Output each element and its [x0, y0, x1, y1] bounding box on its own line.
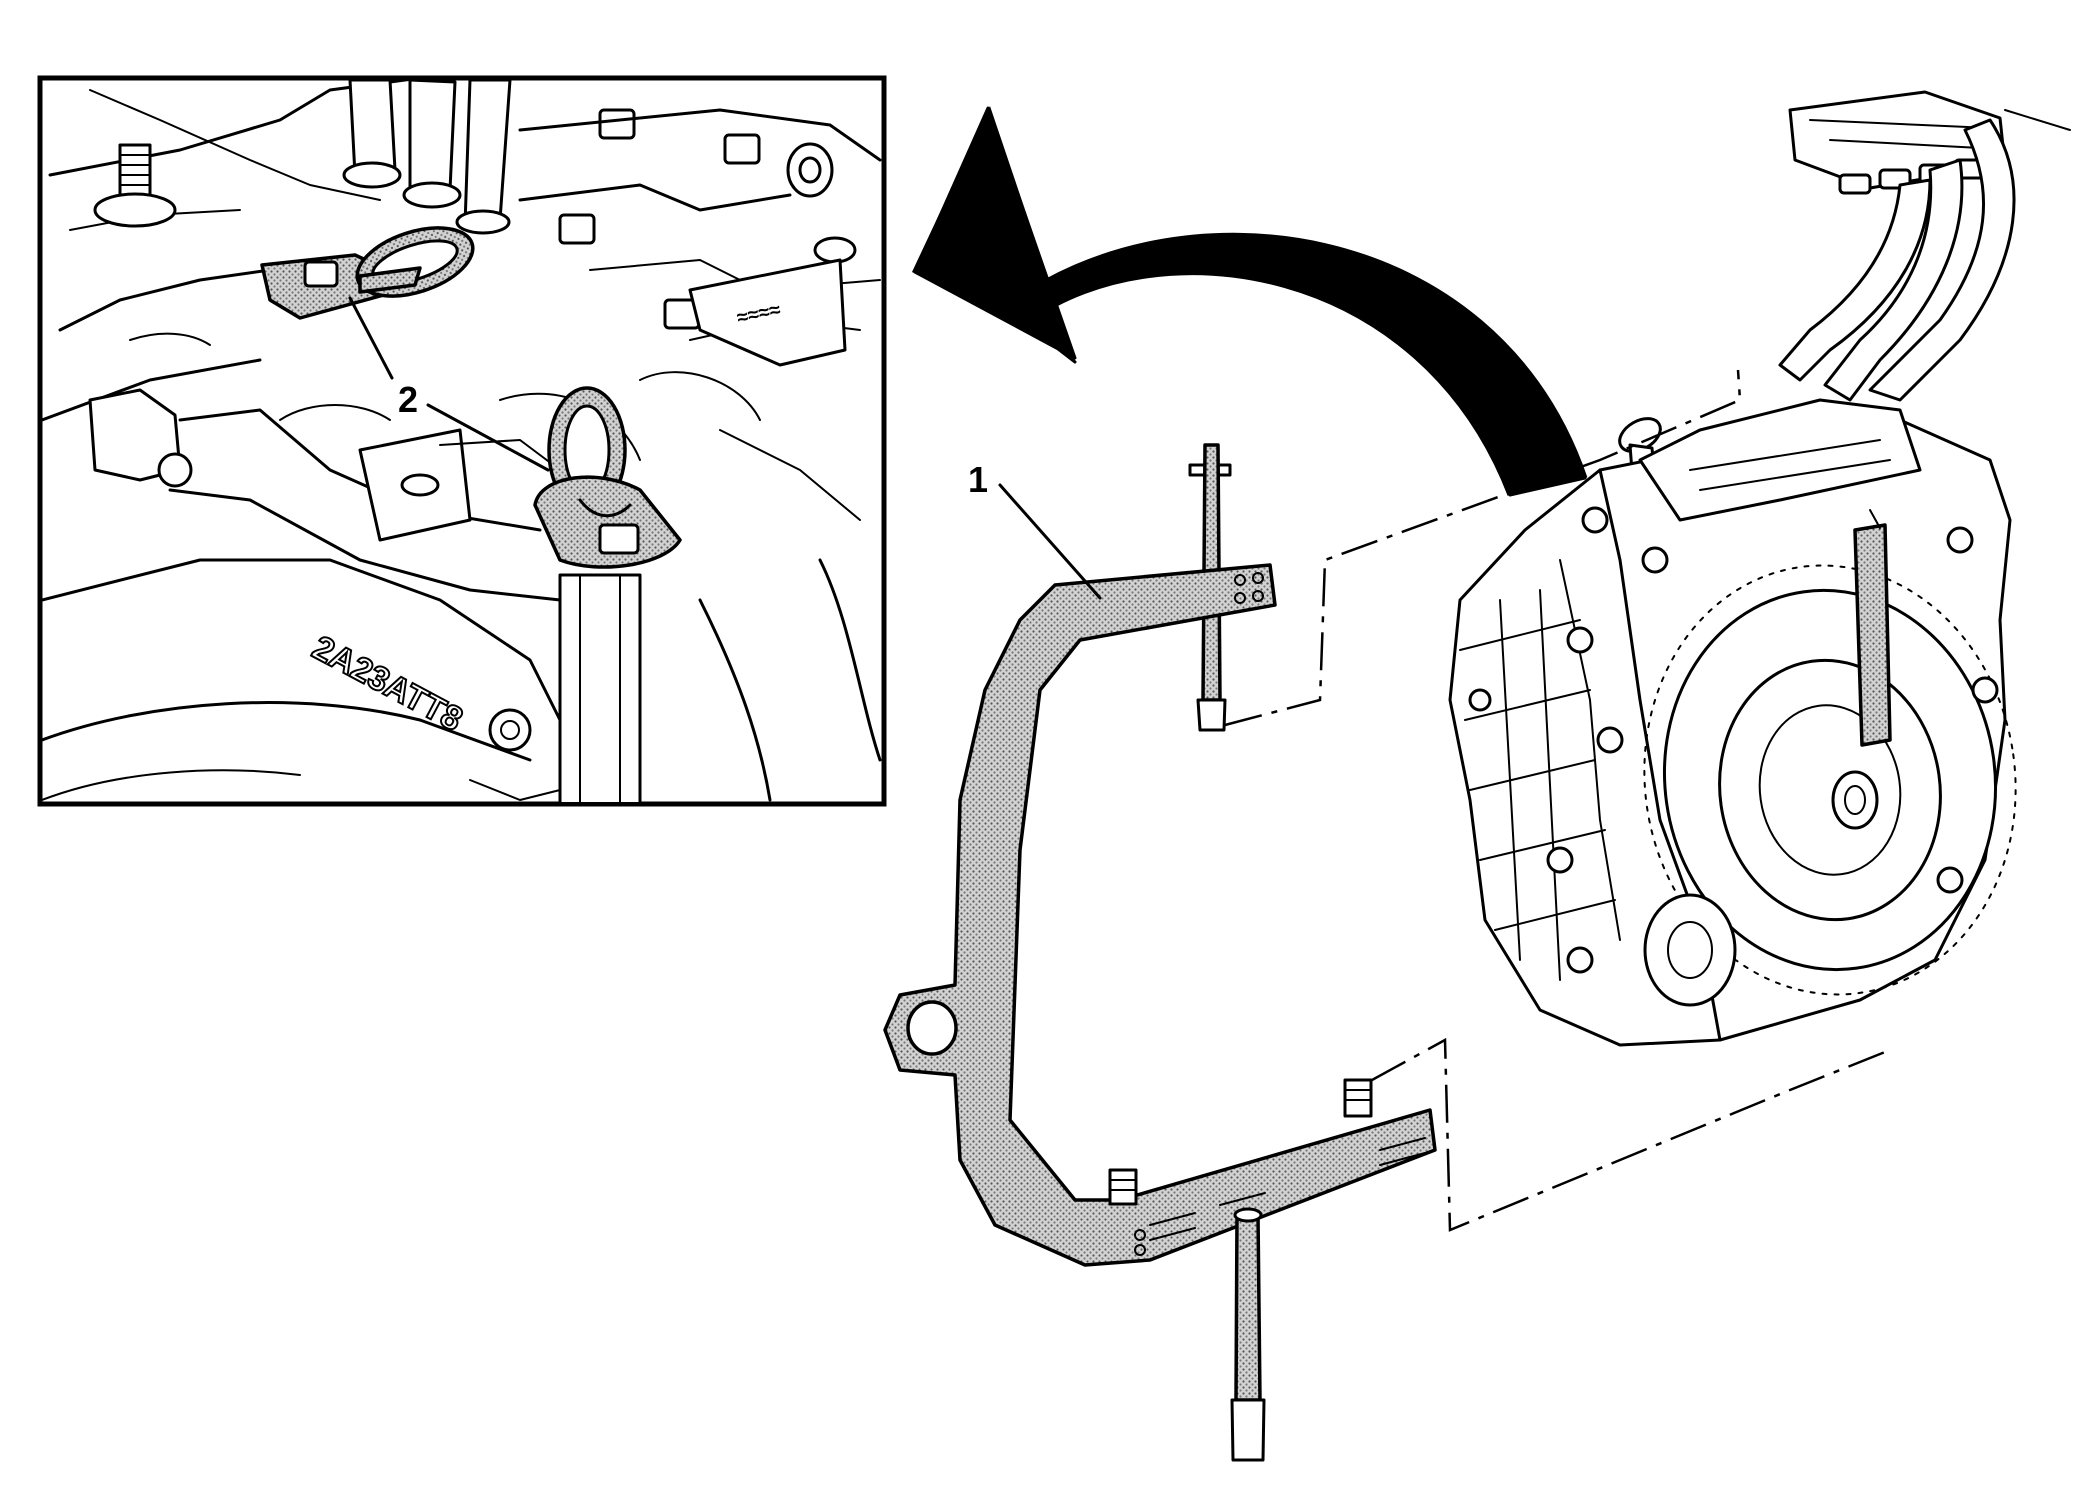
detail-inset-view: ≈≈≈≈ [37, 75, 887, 807]
callout-1: 1 [968, 459, 988, 500]
fixture-studs [1108, 1078, 1373, 1206]
callout-1-leader [998, 483, 1102, 600]
alignment-line-upper [1224, 369, 1742, 727]
valve-body-bolts [558, 108, 857, 330]
callout-2-leader-lower [426, 403, 550, 472]
alignment-line-lower [1371, 1037, 1891, 1232]
lower-lift-bracket [533, 386, 682, 569]
transmission-assembly [1448, 90, 2071, 1047]
callout-2: 2 [398, 379, 418, 420]
upper-lift-bracket [260, 226, 475, 320]
lifting-fixture-tool [883, 443, 1437, 1462]
callout-2-leader-upper [348, 296, 394, 380]
stud-bolt-icon [93, 143, 177, 228]
